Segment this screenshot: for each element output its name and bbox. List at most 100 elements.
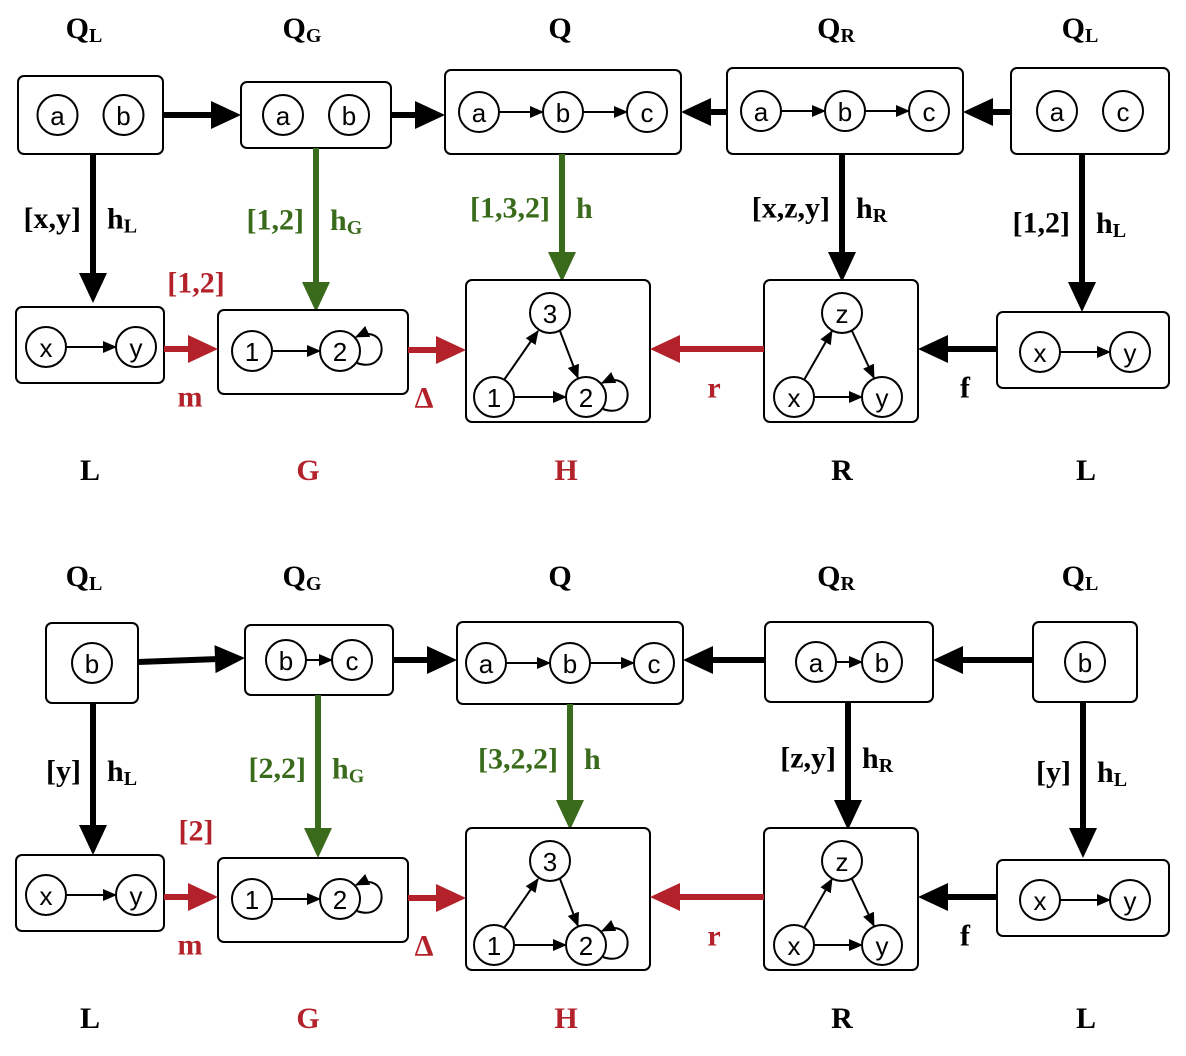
vertical-map-3: hR: [856, 192, 888, 228]
graph-G-node-1: 1: [231, 330, 273, 372]
vertical-arrow-3: [828, 154, 856, 282]
graph-R-edge-z-y: [851, 330, 875, 379]
graph-L-node-y-label: y: [130, 881, 143, 911]
label-delta: Δ: [415, 930, 434, 963]
vertical-arrow-0: [79, 703, 107, 855]
query-node-0-b-circle: [71, 642, 113, 684]
arrow-m: [164, 883, 218, 911]
query-node-0-b-label: b: [85, 649, 99, 679]
graph-R-node-x: x: [773, 376, 815, 418]
graph-H-edge-1-3: [503, 878, 539, 929]
graph-L2-node-y: y: [1109, 879, 1151, 921]
query-node-1-c-label: c: [346, 646, 359, 676]
vertical-arrow-2: [548, 154, 576, 282]
query-node-1-b-label: b: [279, 646, 293, 676]
m-list: [1,2]: [167, 267, 224, 300]
graph-label-0: L: [80, 454, 100, 487]
top-arrow-2: [683, 646, 765, 674]
vertical-map-3: hR: [862, 742, 894, 778]
graph-H-node-3: 3: [529, 840, 571, 882]
graph-L-node-y-label: y: [130, 333, 143, 363]
graph-L-node-y: y: [115, 874, 157, 916]
vertical-map-1: hG: [332, 752, 365, 788]
query-node-1-c: c: [331, 639, 373, 681]
vertical-list-0: [y]: [46, 755, 81, 788]
graph-R-node-z: z: [821, 292, 863, 334]
graph-L-node-x: x: [25, 326, 67, 368]
query-node-2-b-label: b: [556, 98, 570, 128]
arrow-f: [918, 335, 997, 363]
graph-R-edge-x-z: [803, 878, 833, 929]
graph-R-node-z-circle: [821, 292, 863, 334]
graph-label-3: R: [831, 454, 853, 487]
graph-G-node-2-label: 2: [333, 337, 347, 367]
graph-L-node-x: x: [25, 874, 67, 916]
graph-G-loop: [355, 326, 383, 366]
query-label-0: QL: [66, 12, 103, 48]
query-node-0-b-label: b: [116, 101, 130, 131]
query-node-2-c: c: [633, 642, 675, 684]
query-node-1-b-circle: [328, 94, 370, 136]
query-graph-4-box: [1010, 67, 1170, 155]
query-node-2-b: b: [549, 642, 591, 684]
graph-L2-node-y-label: y: [1124, 338, 1137, 368]
query-node-3-a: a: [795, 641, 837, 683]
query-label-1: QG: [283, 12, 322, 48]
graph-G-node-1: 1: [231, 878, 273, 920]
query-label-3: QR: [817, 560, 855, 596]
vertical-list-0: [x,y]: [24, 202, 81, 235]
vertical-arrow-3: [834, 702, 862, 830]
top-arrow-2: [681, 98, 727, 126]
vertical-list-2: [3,2,2]: [478, 743, 558, 776]
graph-label-1: G: [296, 1002, 319, 1035]
graph-R-node-y-label: y: [876, 931, 889, 961]
query-node-4-c-label: c: [1117, 97, 1130, 127]
query-node-4-a-circle: [1036, 90, 1078, 132]
graph-R-node-z-label: z: [836, 847, 849, 877]
graph-R-node-x-label: x: [788, 383, 801, 413]
top-arrow-3: [933, 646, 1033, 674]
vertical-list-3: [x,z,y]: [752, 192, 830, 225]
query-node-2-a-label: a: [472, 98, 487, 128]
graph-R-node-y: y: [861, 376, 903, 418]
arrow-f: [918, 883, 997, 911]
graph-label-2: H: [554, 1002, 577, 1035]
vertical-map-2: h: [584, 743, 601, 776]
query-node-2-c: c: [626, 91, 668, 133]
graph-H-node-3-label: 3: [543, 299, 557, 329]
query-label-4: QL: [1062, 12, 1099, 48]
top-arrow-3: [963, 98, 1011, 126]
query-node-4-c-circle: [1102, 90, 1144, 132]
query-node-3-a: a: [740, 90, 782, 132]
graph-H-node-1-label: 1: [487, 931, 501, 961]
vertical-arrow-0: [79, 154, 107, 303]
vertical-list-4: [1,2]: [1013, 207, 1070, 240]
query-node-4-b-label: b: [1078, 648, 1092, 678]
m-list: [2]: [179, 815, 214, 848]
query-node-3-a-label: a: [754, 97, 769, 127]
query-node-2-c-label: c: [641, 98, 654, 128]
graph-L-node-x-label: x: [40, 333, 53, 363]
graph-label-4: L: [1076, 454, 1096, 487]
vertical-list-2: [1,3,2]: [470, 192, 550, 225]
graph-H-loop: [601, 920, 629, 960]
arrow-delta: [408, 336, 466, 364]
query-node-2-a: a: [458, 91, 500, 133]
label-m: m: [178, 929, 203, 962]
query-label-2: Q: [548, 560, 571, 593]
graph-L2-node-x-label: x: [1034, 338, 1047, 368]
query-node-3-b-label: b: [875, 648, 889, 678]
vertical-list-4: [y]: [1036, 756, 1071, 789]
graph-L2-node-y-label: y: [1124, 886, 1137, 916]
query-node-2-c-label: c: [648, 649, 661, 679]
graph-L-node-y: y: [115, 326, 157, 368]
vertical-map-4: hL: [1096, 207, 1126, 243]
query-node-1-b: b: [265, 639, 307, 681]
vertical-map-4: hL: [1097, 756, 1127, 792]
graph-L2-node-x: x: [1019, 331, 1061, 373]
vertical-arrow-1: [304, 695, 332, 858]
graph-G-node-1-label: 1: [245, 337, 259, 367]
query-node-0-b: b: [102, 94, 145, 136]
graph-G-loop: [355, 874, 383, 914]
